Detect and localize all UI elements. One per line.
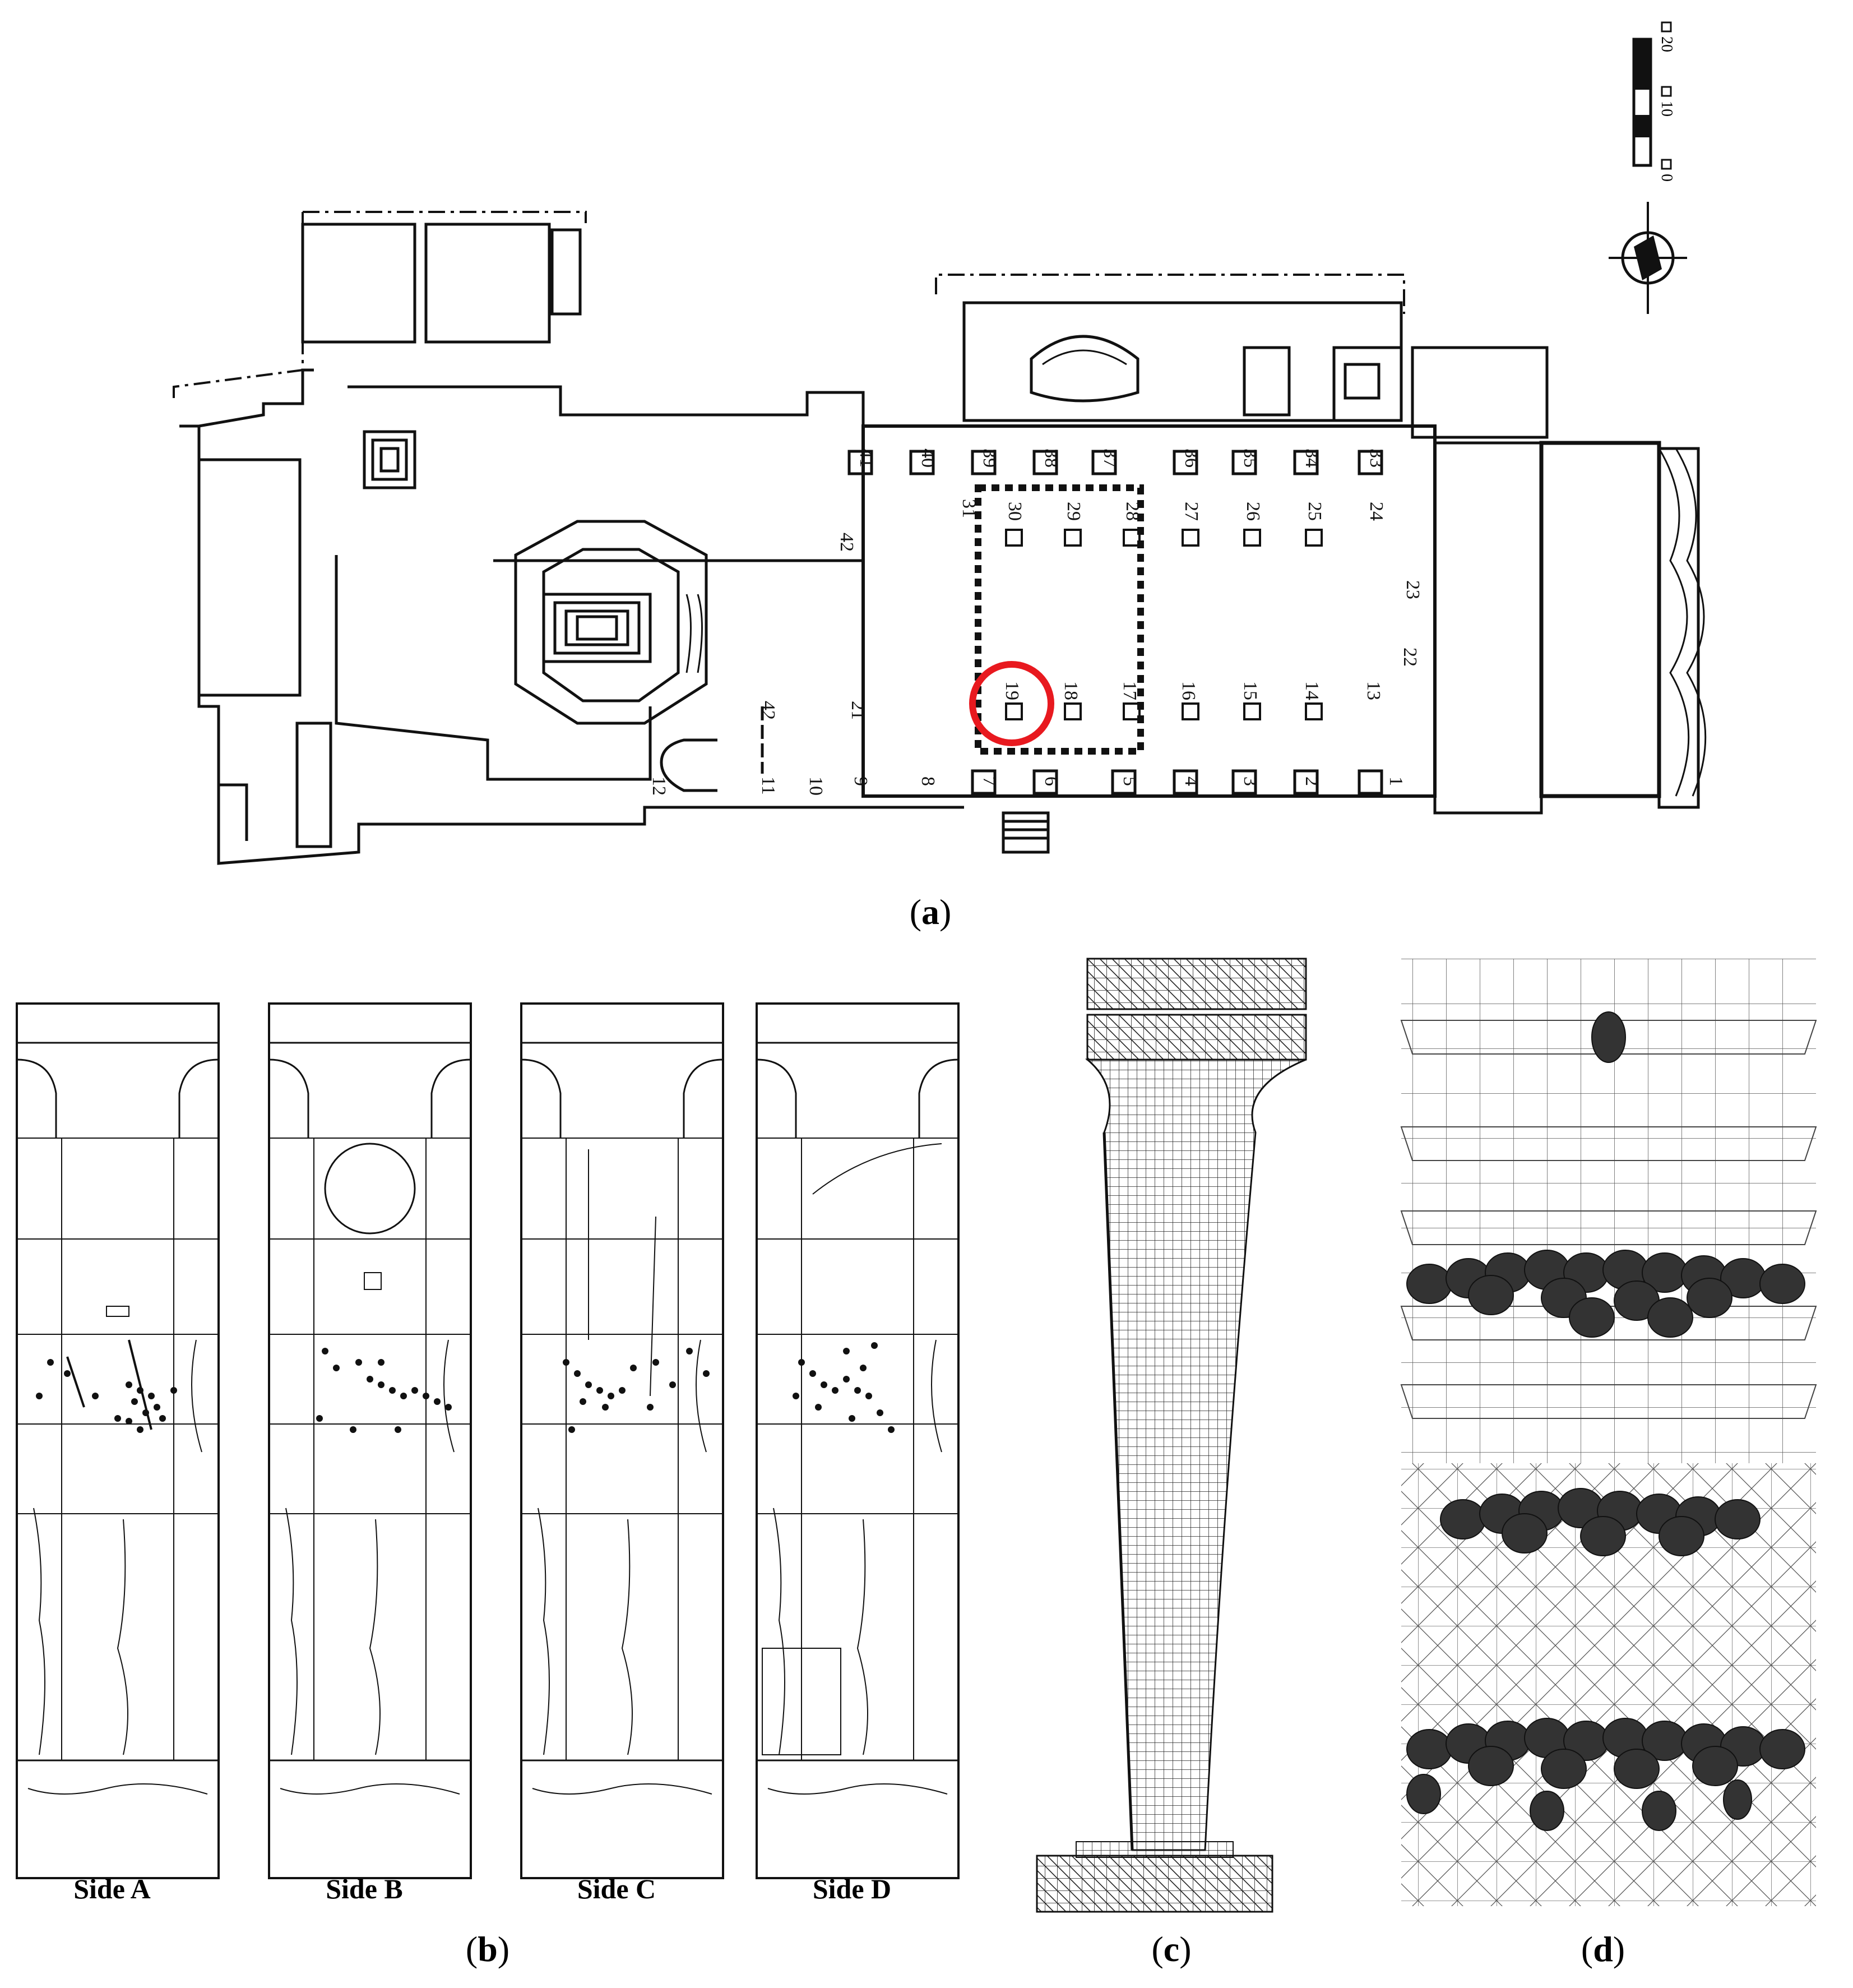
pillar-num: 27 <box>1181 502 1202 521</box>
side-b-label: Side B <box>326 1873 403 1904</box>
pillar-num: 16 <box>1178 681 1199 700</box>
pillar-num: 26 <box>1243 502 1263 521</box>
pillar-num: 24 <box>1366 502 1387 521</box>
pillar-num: 21 <box>847 701 868 720</box>
side-d-label: Side D <box>812 1873 892 1904</box>
scale-label: 0 <box>1658 174 1675 182</box>
pillar-sides-panel: Side A Side B Side C Side D <box>0 992 986 1912</box>
pillar-num: 6 <box>1041 776 1062 786</box>
pillar-num: 23 <box>1402 580 1423 599</box>
side-a-drawing <box>16 1002 220 1879</box>
pillar-num: 22 <box>1400 648 1420 667</box>
caption-b: (b) <box>465 1929 510 1969</box>
floor-plan-drawing: 41 40 39 38 37 36 35 34 33 31 30 29 28 2… <box>173 21 1707 865</box>
pillar-num: 3 <box>1240 776 1261 786</box>
particle-model-drawing <box>1400 959 1817 1906</box>
pillar-num: 42 <box>758 701 779 720</box>
pillar-num: 8 <box>918 776 938 786</box>
side-b-drawing <box>268 1002 472 1879</box>
pillar-num: 29 <box>1063 502 1084 521</box>
mesh-model-drawing <box>1036 958 1307 1913</box>
pillar-num: 37 <box>1100 449 1120 468</box>
pillar-num: 34 <box>1301 449 1322 468</box>
pillar-num: 18 <box>1060 681 1081 700</box>
pillar-num: 36 <box>1181 449 1202 468</box>
pillar-num: 7 <box>979 776 1000 786</box>
pillar-num: 25 <box>1304 502 1325 521</box>
caption-c: (c) <box>1151 1929 1192 1969</box>
pillar-num: 30 <box>1004 502 1025 521</box>
caption-a: (a) <box>909 892 952 932</box>
particle-model-panel <box>1379 959 1838 1906</box>
pillar-num: 42 <box>836 533 857 552</box>
pillar-num: 35 <box>1240 449 1261 468</box>
scale-bar-icon: 20 10 0 <box>1632 21 1675 182</box>
pillar-num: 12 <box>648 776 669 796</box>
highlighted-pillar-circle <box>969 661 1054 746</box>
pillar-numbers-upper: 41 40 39 38 37 36 35 34 33 <box>856 449 1387 468</box>
pillar-num: 13 <box>1363 681 1384 700</box>
scale-label: 20 <box>1658 36 1675 52</box>
study-area-rect <box>975 484 1144 755</box>
pillar-num: 38 <box>1041 449 1062 468</box>
pillar-num: 11 <box>758 776 779 795</box>
pillar-num: 15 <box>1240 681 1261 700</box>
side-c-label: Side C <box>577 1873 656 1904</box>
pillar-num: 14 <box>1301 681 1322 700</box>
pillar-numbers-lower: 12 11 10 9 8 7 6 5 4 3 2 1 <box>648 776 1406 796</box>
pillar-num: 1 <box>1386 776 1406 786</box>
pillar-num: 17 <box>1119 681 1140 700</box>
caption-d: (d) <box>1581 1929 1625 1969</box>
pillar-num: 10 <box>805 776 826 796</box>
mesh-model-panel <box>1020 953 1312 1917</box>
pillar-num: 39 <box>979 449 1000 468</box>
pillar-numbers-sides: 42 42 21 23 22 <box>758 533 1423 720</box>
pillar-sides-drawing <box>16 1002 960 1879</box>
pillar-num: 33 <box>1366 449 1387 468</box>
pillar-num: 40 <box>918 449 938 468</box>
pillar-numbers-upper-inner: 31 30 29 28 27 26 25 24 <box>958 499 1387 521</box>
pillar-numbers-lower-inner: 19 18 17 16 15 14 13 <box>1002 681 1384 700</box>
pillar-num: 31 <box>958 499 979 518</box>
pillar-num: 19 <box>1002 681 1022 700</box>
pillar-num: 4 <box>1181 776 1202 786</box>
side-c-drawing <box>520 1002 724 1879</box>
pillar-num: 41 <box>856 449 877 468</box>
side-a-label: Side A <box>73 1873 151 1904</box>
pillar-num: 28 <box>1122 502 1143 521</box>
north-arrow-icon <box>1609 202 1687 314</box>
pillar-num: 5 <box>1119 776 1140 786</box>
side-d-drawing <box>756 1002 960 1879</box>
pillar-num: 9 <box>850 776 871 786</box>
pillar-num: 2 <box>1301 776 1322 786</box>
floor-plan-panel: 41 40 39 38 37 36 35 34 33 31 30 29 28 2… <box>0 0 1853 953</box>
scale-label: 10 <box>1658 101 1675 117</box>
